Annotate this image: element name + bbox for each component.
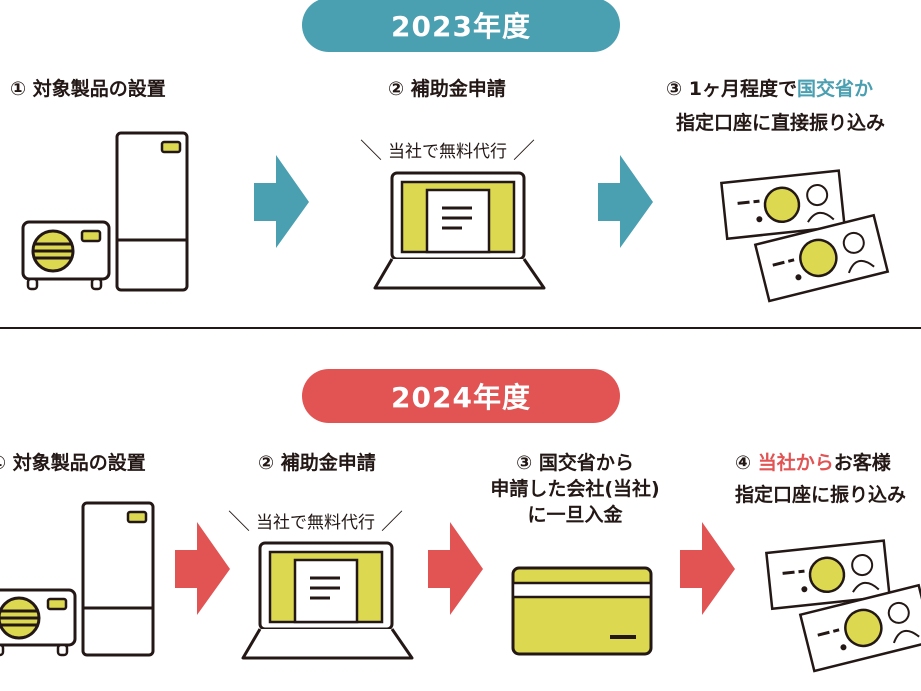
step-1-label-2023: ① 対象製品の設置 [10, 76, 166, 102]
step-text: 対象製品の設置 [12, 452, 146, 474]
year-label: 2023年度 [391, 10, 531, 43]
arrow-right-icon [175, 522, 230, 615]
step-2-label-2023: ② 補助金申請 [388, 76, 506, 102]
step-number: ③ [516, 452, 533, 474]
step-text: お客様 [833, 452, 891, 474]
step-2-label-2024: ② 補助金申請 [258, 450, 376, 476]
step-text: 国交省から [538, 452, 634, 474]
laptop-document-icon [241, 541, 414, 660]
free-service-note-2024: ＼当社で無料代行／ [228, 504, 403, 536]
section-divider [0, 327, 921, 329]
arrow-right-icon [680, 522, 735, 615]
step-4-label-2024: ④ 当社からお客様 [735, 450, 891, 476]
year-badge-2024: 2024年度 [302, 369, 620, 423]
step-number: ② [388, 78, 405, 100]
note-text: 当社で無料代行 [256, 512, 376, 533]
credit-card-icon [511, 566, 653, 656]
year-badge-2023: 2023年度 [302, 0, 620, 52]
step-text: 対象製品の設置 [32, 78, 166, 100]
arrow-right-icon [598, 155, 653, 248]
arrow-right-icon [254, 155, 309, 248]
step-3-label-2024: ③ 国交省から 申請した会社(当社) に一旦入金 [470, 450, 680, 528]
arrow-right-icon [428, 522, 483, 615]
banknotes-icon [765, 539, 921, 673]
step-text: 補助金申請 [410, 78, 506, 100]
laptop-document-icon [373, 171, 546, 290]
step-number: ① [10, 78, 27, 100]
note-text: 当社で無料代行 [388, 141, 508, 162]
step-text-line2: 申請した会社(当社) [490, 478, 660, 500]
heat-pump-water-heater-icon [21, 131, 189, 292]
step-text: 1ヶ月程度で [688, 78, 797, 100]
step-3-line2-2023: 指定口座に直接振り込み [676, 112, 886, 134]
step-text: 補助金申請 [280, 452, 376, 474]
heat-pump-water-heater-icon [0, 501, 155, 657]
year-label: 2024年度 [391, 381, 531, 414]
step-text-accent: 当社から [757, 452, 834, 474]
free-service-note-2023: ＼当社で無料代行／ [360, 133, 535, 165]
step-text-accent: 国交省か [796, 78, 873, 100]
step-3-label-2023: ③ 1ヶ月程度で国交省か [666, 76, 873, 102]
step-number: ③ [666, 78, 683, 100]
step-number: ② [258, 452, 275, 474]
step-1-label-2024: ① 対象製品の設置 [0, 450, 146, 476]
step-number: ① [0, 452, 6, 474]
banknotes-icon [720, 169, 890, 303]
step-text-line3: に一旦入金 [527, 504, 623, 526]
step-4-line2-2024: 指定口座に振り込み [735, 484, 907, 506]
step-number: ④ [735, 452, 752, 474]
